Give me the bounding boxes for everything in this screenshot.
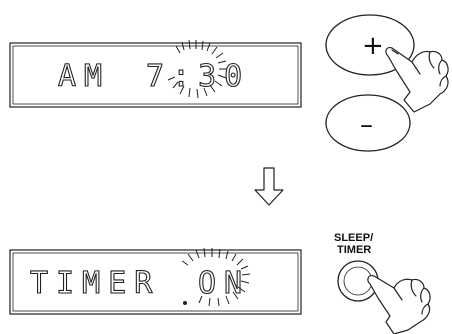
display-timer-text: TIMER: [30, 266, 160, 301]
minus-button[interactable]: –: [325, 94, 411, 152]
display-mode-text: AM: [58, 59, 110, 94]
down-arrow-icon: [254, 167, 284, 206]
flashing-rays-icon-bottom: [181, 247, 251, 307]
sleep-timer-label-line1: SLEEP/: [334, 232, 373, 244]
display-state-text: ON: [198, 266, 250, 301]
top-display: AM 7:30: [9, 39, 302, 108]
pointing-hand-icon-bottom: [367, 275, 431, 334]
flashing-rays-icon: [167, 39, 227, 99]
timer-indicator-dot: [183, 301, 187, 305]
bottom-display: TIMER ON: [9, 247, 302, 315]
display-time-text: 7:30: [146, 59, 250, 94]
sleep-timer-button[interactable]: SLEEP/ TIMER: [334, 232, 379, 302]
pointing-hand-icon: [385, 47, 449, 113]
minus-button-label: –: [360, 110, 373, 140]
plus-button-label: +: [362, 31, 384, 61]
sleep-timer-label-line2: TIMER: [337, 244, 371, 256]
